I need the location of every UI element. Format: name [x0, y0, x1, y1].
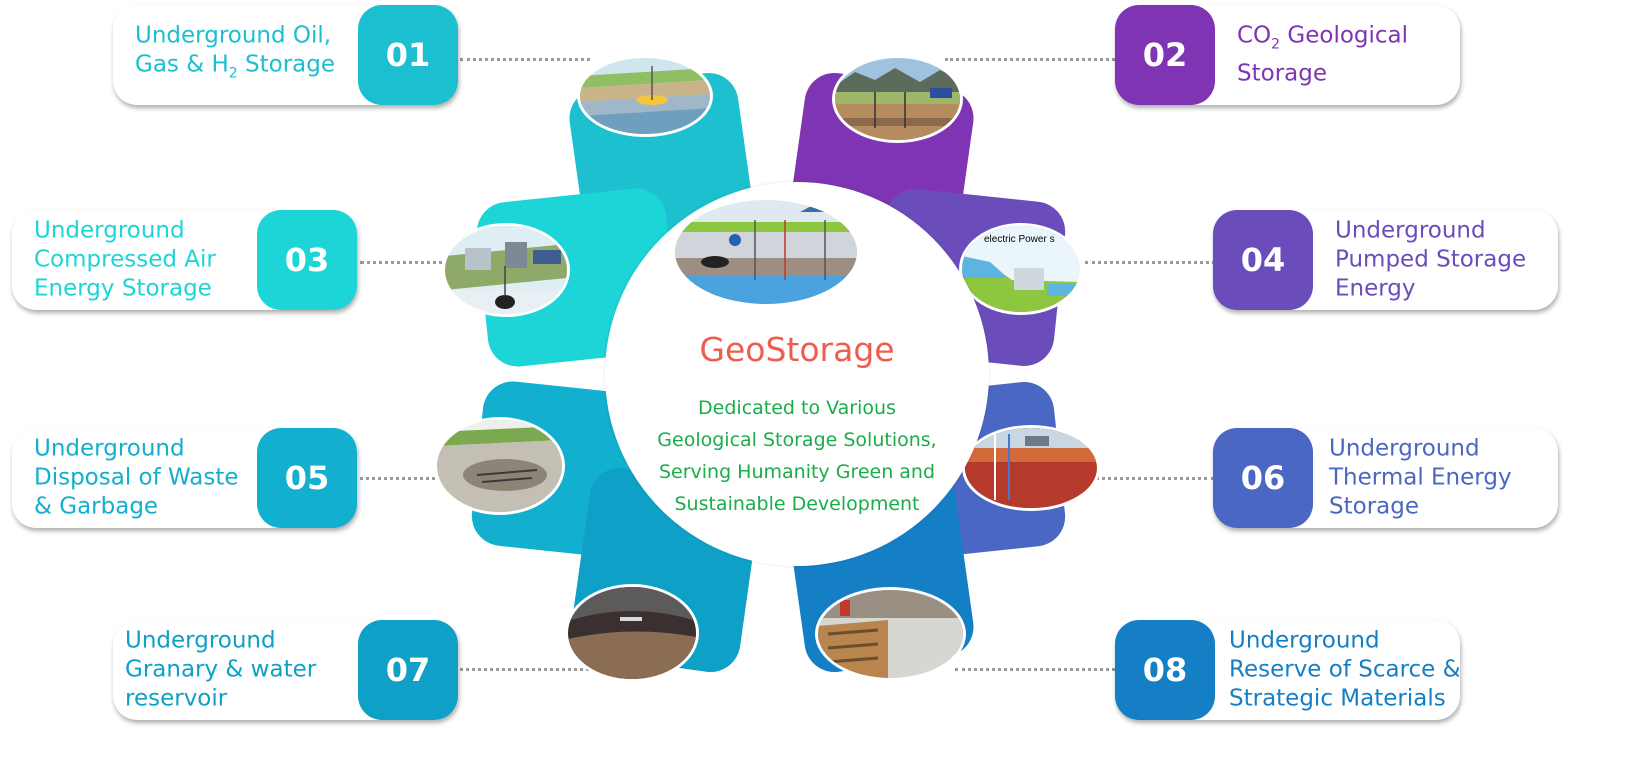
- item-label-04: Underground Pumped Storage Energy: [1335, 217, 1527, 302]
- item-card-06: 06 Underground Thermal Energy Storage: [1213, 428, 1558, 528]
- item-number-badge-02: 02: [1115, 5, 1215, 105]
- item-number-badge-03: 03: [257, 210, 357, 310]
- item-label-05: Underground Disposal of Waste & Garbage: [34, 435, 239, 520]
- thermal-storage-diagram: [965, 428, 1097, 508]
- connector-03: [360, 261, 450, 264]
- item-number-badge-06: 06: [1213, 428, 1313, 528]
- item-label-06: Underground Thermal Energy Storage: [1329, 435, 1512, 520]
- connector-07: [460, 668, 595, 671]
- hydroelectric-diagram: electric Power s: [962, 226, 1080, 312]
- item-label-07: Underground Granary & water reservoir: [125, 627, 317, 712]
- hydroelectric-caption: electric Power s: [984, 234, 1055, 245]
- item-card-02: 02 CO2 Geological Storage: [1115, 5, 1460, 105]
- item-number-badge-05: 05: [257, 428, 357, 528]
- granary-thumbnail: [568, 587, 696, 679]
- item-label-01: Underground Oil, Gas & H2 Storage: [135, 22, 335, 82]
- tagline-line: Serving Humanity Green and: [658, 461, 936, 483]
- hub-title: GeoStorage: [699, 330, 895, 369]
- item-card-07: Underground Granary & water reservoir 07: [113, 620, 458, 720]
- underground-disposal-cavern-illustration: [437, 420, 562, 512]
- oil-gas-reservoir-illustration: [580, 58, 710, 134]
- connector-04: [1085, 261, 1215, 264]
- thermal-storage-thumbnail: [965, 428, 1097, 508]
- geostorage-overview-illustration: [675, 200, 857, 304]
- item-card-01: Underground Oil, Gas & H2 Storage 01: [113, 5, 458, 105]
- connector-01: [460, 58, 590, 61]
- hydroelectric-thumbnail: electric Power s: [962, 226, 1080, 312]
- tagline-line: Dedicated to Various: [698, 397, 896, 419]
- strategic-materials-warehouse-photo: [818, 590, 963, 678]
- item-number-badge-01: 01: [358, 5, 458, 105]
- center-hub: GeoStorage Dedicated to Various Geologic…: [605, 182, 989, 566]
- connector-06: [1095, 477, 1215, 480]
- compressed-air-thumbnail: [445, 226, 567, 314]
- item-card-08: 08 Underground Reserve of Scarce & Strat…: [1115, 620, 1461, 720]
- co2-injection-thumbnail: [835, 58, 960, 140]
- item-number-badge-04: 04: [1213, 210, 1313, 310]
- item-card-03: Underground Compressed Air Energy Storag…: [12, 210, 357, 310]
- item-label-08: Underground Reserve of Scarce & Strategi…: [1229, 627, 1461, 712]
- tagline-line: Geological Storage Solutions,: [657, 429, 937, 451]
- co2-injection-site-illustration: [835, 58, 960, 140]
- item-number-badge-08: 08: [1115, 620, 1215, 720]
- oil-gas-reservoir-thumbnail: [580, 58, 710, 134]
- underground-granary-photo: [568, 587, 696, 679]
- compressed-air-plant-illustration: [445, 226, 567, 314]
- item-label-03: Underground Compressed Air Energy Storag…: [34, 217, 216, 302]
- tagline-line: Sustainable Development: [674, 493, 920, 515]
- connector-02: [945, 58, 1115, 61]
- item-card-05: Underground Disposal of Waste & Garbage …: [12, 428, 357, 528]
- waste-disposal-thumbnail: [437, 420, 562, 512]
- item-label-02: CO2 Geological Storage: [1237, 22, 1409, 87]
- connector-08: [955, 668, 1115, 671]
- item-number-badge-07: 07: [358, 620, 458, 720]
- hub-illustration: [675, 200, 857, 304]
- hub-tagline: Dedicated to Various Geological Storage …: [635, 392, 959, 520]
- strategic-materials-thumbnail: [818, 590, 963, 678]
- connector-05: [360, 477, 435, 480]
- item-card-04: 04 Underground Pumped Storage Energy: [1213, 210, 1558, 310]
